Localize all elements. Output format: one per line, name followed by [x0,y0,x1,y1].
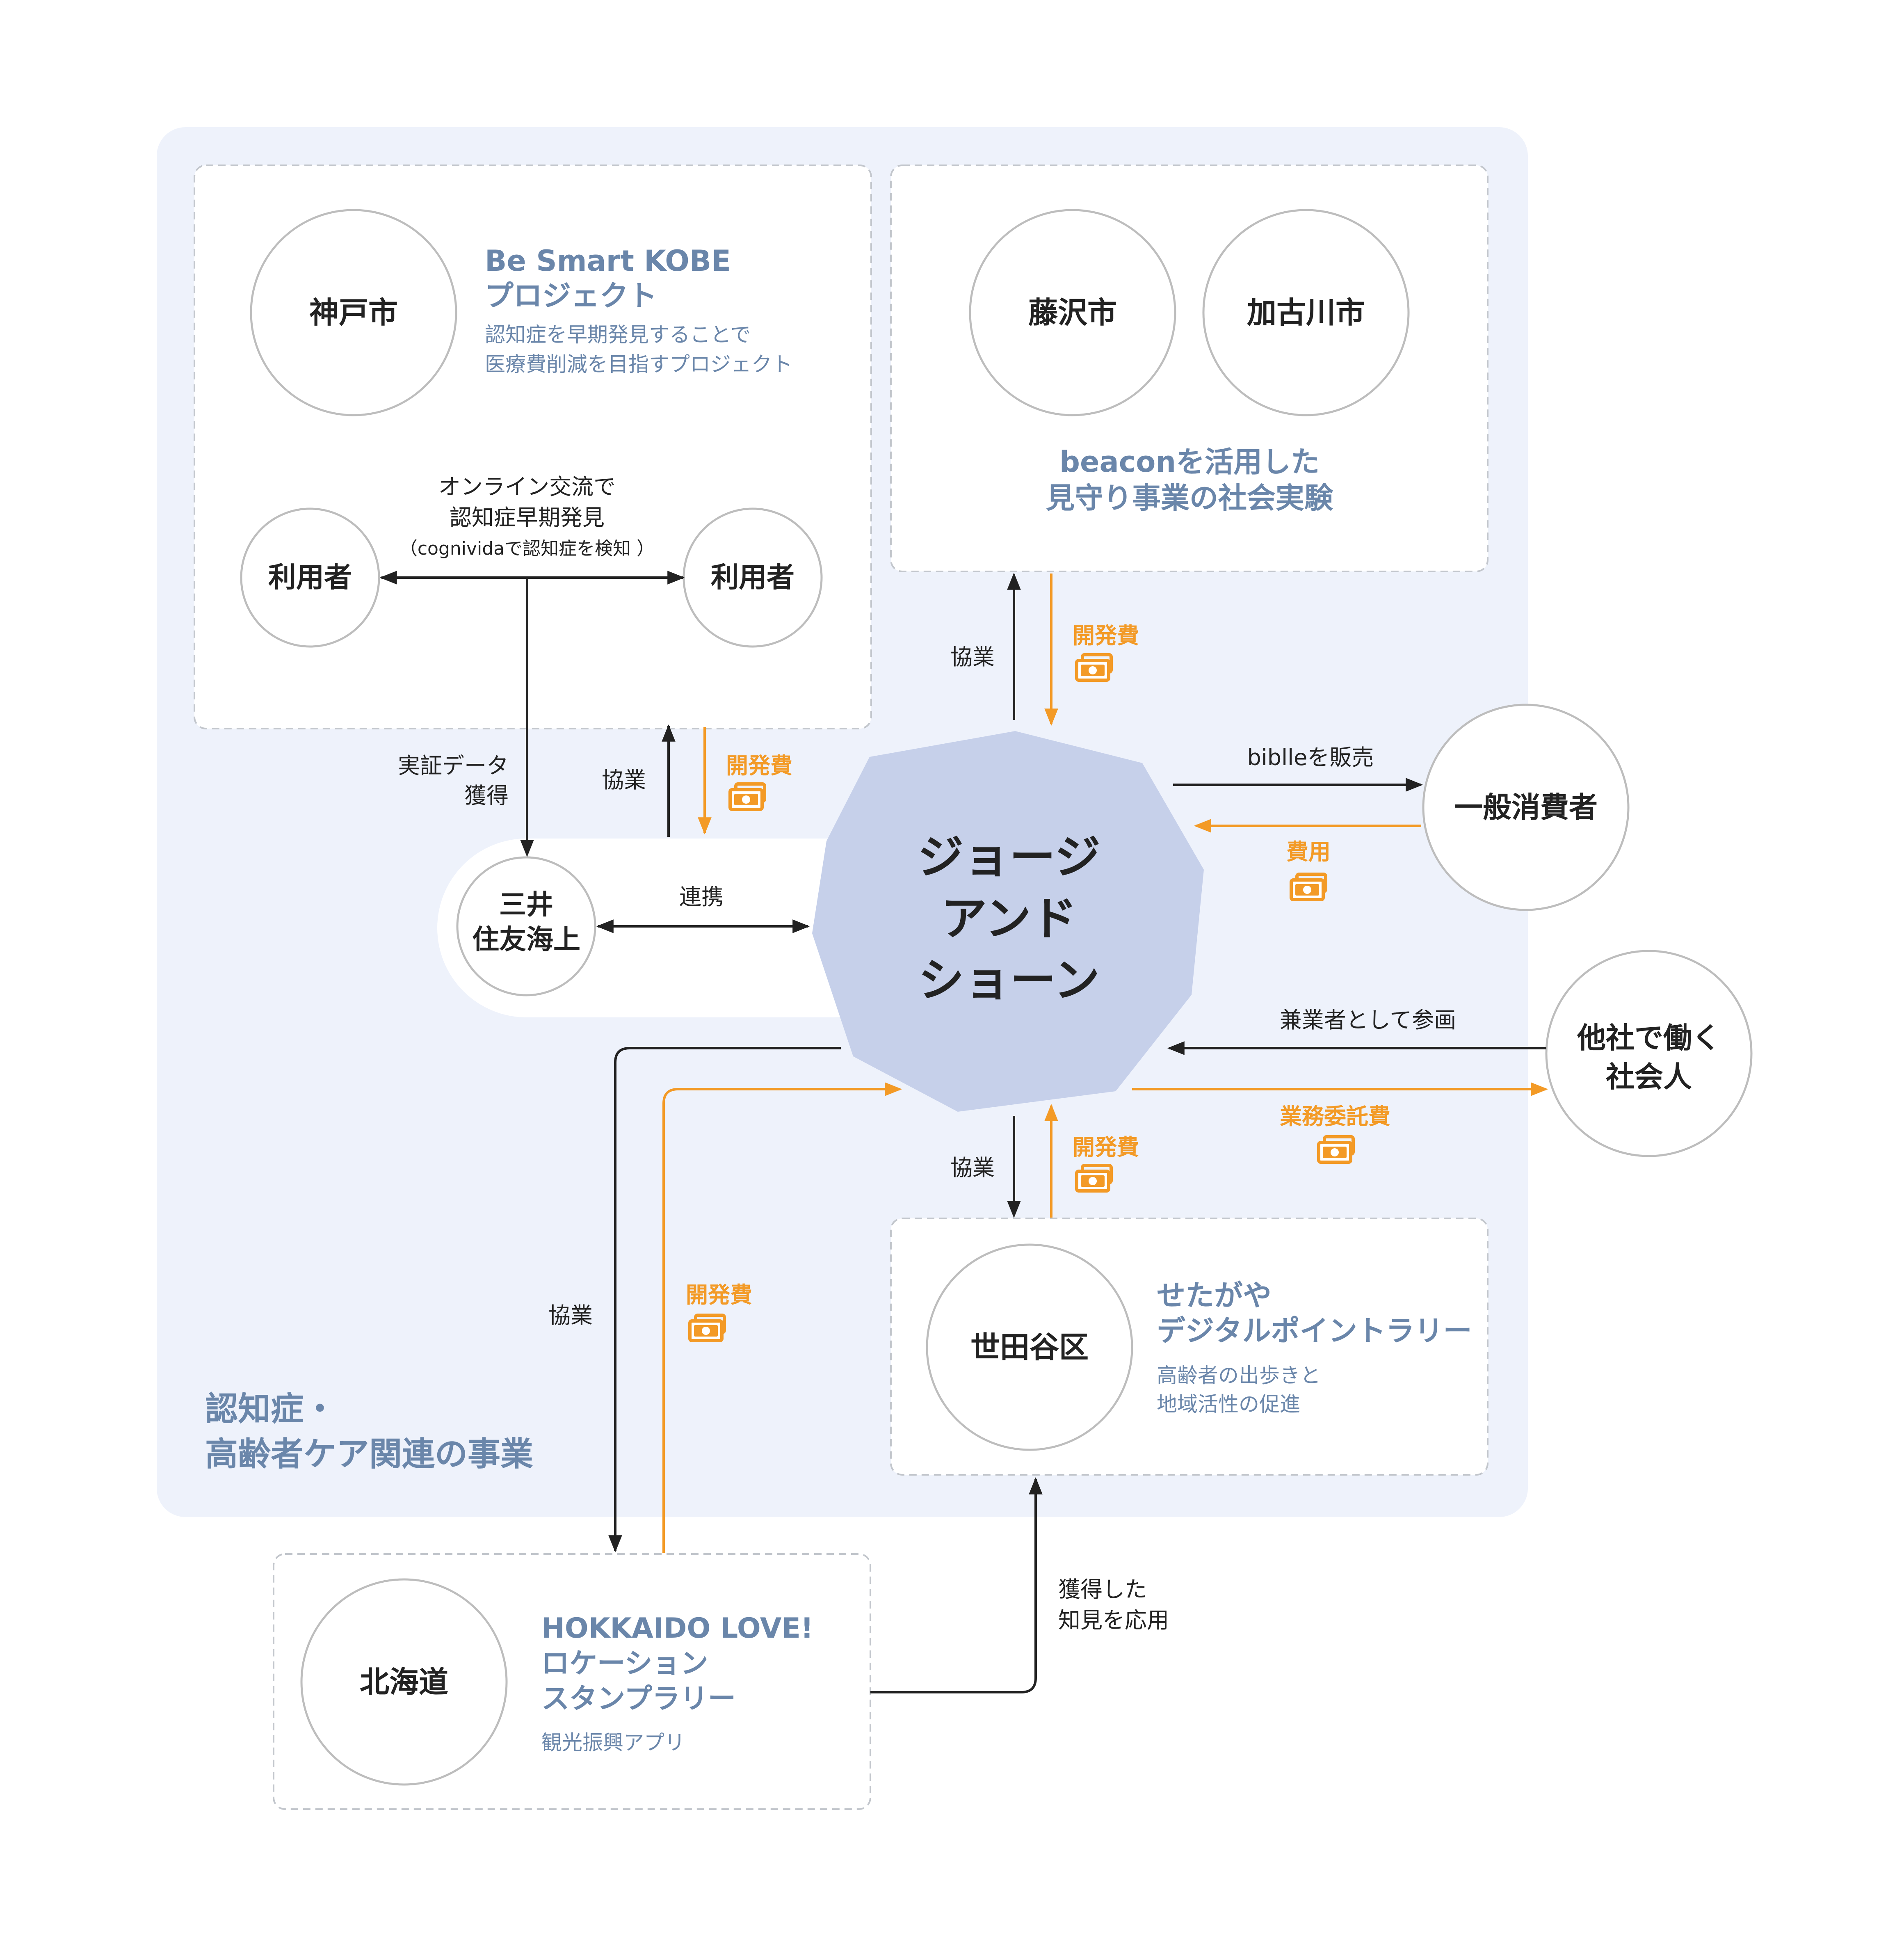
mitsui-line2: 住友海上 [472,924,580,955]
center-line3: ショーン [918,954,1100,1007]
setagaya-kaihatsu-label: 開発費 [1073,1134,1139,1160]
user-left-label: 利用者 [268,562,352,594]
consumer-circle [1422,704,1630,911]
gyomu-label: 業務委託費 [1280,1104,1390,1129]
jissho-label-line2: 獲得 [464,783,509,809]
hokkaido-kyogyo-label: 協業 [548,1302,593,1328]
hokkaido-title-line1: HOKKAIDO LOVE! [541,1612,813,1645]
hokkaido-circle-label: 北海道 [360,1665,448,1699]
kobe-kaihatsu-label: 開発費 [726,753,792,779]
kengyo-label: 兼業者として参画 [1280,1007,1456,1033]
center-line1: ジョージ [918,831,1100,884]
setagaya-title-line2: デジタルポイントラリー [1157,1314,1472,1348]
setagaya-box: 世田谷区 せたがや デジタルポイントラリー 高齢者の出歩きと 地域活性の促進 [890,1218,1488,1476]
hokkaido-desc: 観光振興アプリ [541,1731,685,1755]
hokkaido-box: 北海道 HOKKAIDO LOVE! ロケーション スタンプラリー 観光振興アプ… [273,1553,871,1810]
fujisawa-circle-label: 藤沢市 [1028,295,1117,330]
kakogawa-circle [1202,209,1410,416]
region-label-line1: 認知症・ [205,1390,336,1428]
hokkaido-title-line3: スタンプラリー [541,1683,736,1715]
center-line2: アンド [941,892,1077,946]
setagaya-desc-line1: 高齢者の出歩きと [1157,1364,1321,1387]
biblle-label: biblleを販売 [1247,745,1374,770]
center-node [812,731,1204,1112]
kobe-title-line1: Be Smart KOBE [485,244,731,278]
hiyo-label: 費用 [1286,839,1331,865]
hokkaido-kaihatsu-label: 開発費 [686,1282,752,1308]
kobe-circle-label: 神戸市 [309,295,398,330]
fujisawa-kyogyo-label: 協業 [950,644,995,670]
setagaya-desc-line2: 地域活性の促進 [1157,1392,1300,1416]
renkei-label: 連携 [679,884,724,910]
region-label-line2: 高齢者ケア関連の事業 [205,1435,533,1473]
fujisawa-circle [969,209,1176,416]
mitsui-line1: 三井 [499,889,553,921]
knowledge-arrow [870,1477,1043,1693]
setagaya-kyogyo-label: 協業 [950,1155,995,1181]
kobe-circle [250,209,457,416]
fujisawa-box: 藤沢市 加古川市 beaconを活用した 見守り事業の社会実験 [890,165,1488,572]
consumer-circle-label: 一般消費者 [1454,791,1598,824]
fujisawa-title-line2: 見守り事業の社会実験 [1046,481,1333,515]
kobe-caption-line1: オンライン交流で [438,474,616,500]
hokkaido-kaihatsu-arrow [662,1082,902,1553]
setagaya-circle [926,1243,1133,1451]
kakutoku-label-line2: 知見を応用 [1058,1607,1169,1633]
worker-circle [1545,950,1753,1157]
fujisawa-title-line1: beaconを活用した [1059,445,1320,479]
worker-line1: 他社で働く [1577,1021,1721,1055]
kobe-caption-line2: 認知症早期発見 [450,505,605,530]
kakutoku-label-line1: 獲得した [1058,1577,1147,1602]
kobe-caption-line3: （cognividaで認知症を検知 ） [400,538,655,559]
kobe-desc-line2: 医療費削減を目指すプロジェクト [485,352,792,376]
hokkaido-title-line2: ロケーション [541,1648,708,1680]
kobe-box: 神戸市 Be Smart KOBE プロジェクト 認知症を早期発見することで 医… [194,165,872,729]
mitsui-circle [456,856,596,996]
kobe-kyogyo-label: 協業 [602,767,646,793]
jissho-label-line1: 実証データ [398,753,509,779]
worker-line2: 社会人 [1606,1060,1692,1094]
kakogawa-circle-label: 加古川市 [1247,295,1365,330]
kobe-desc-line1: 認知症を早期発見することで [485,323,751,347]
fujisawa-kaihatsu-label: 開発費 [1073,623,1139,649]
setagaya-circle-label: 世田谷区 [970,1330,1089,1364]
user-left-circle [240,507,380,648]
setagaya-title-line1: せたがや [1157,1279,1272,1312]
kobe-title-line2: プロジェクト [485,279,657,313]
user-right-label: 利用者 [711,562,794,594]
hokkaido-kyogyo-arrow [608,1047,841,1553]
hokkaido-circle [300,1578,508,1786]
